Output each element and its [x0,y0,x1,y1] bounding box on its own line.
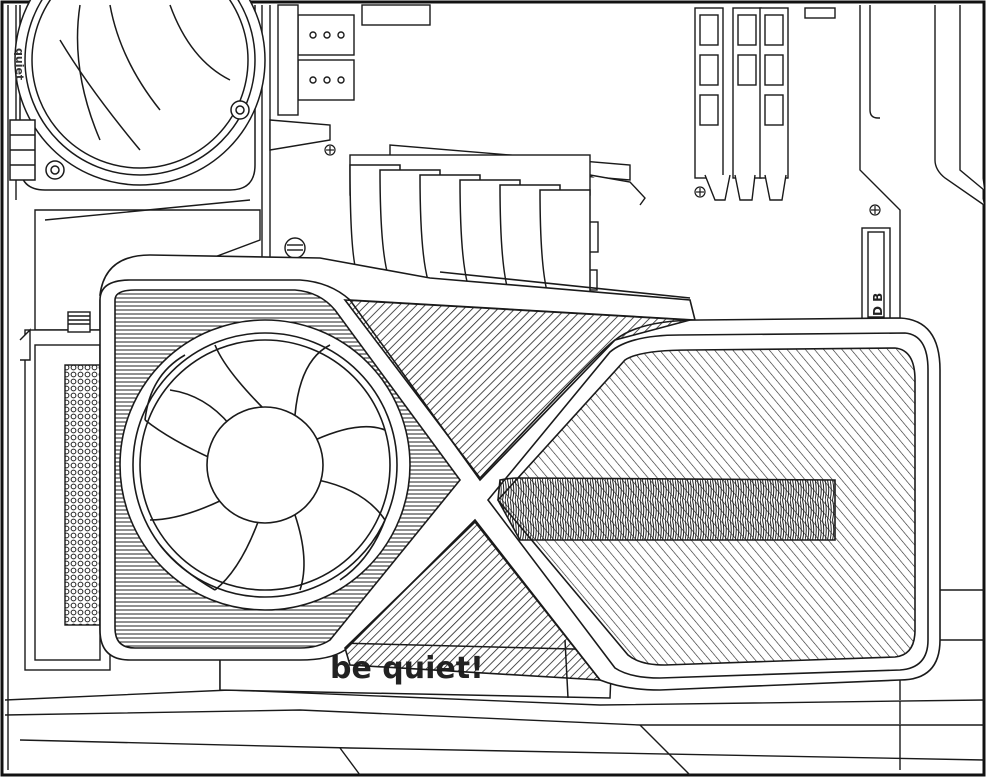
fan-icon [119,319,411,611]
case-edge-label: quiet [13,48,26,80]
ram-label: D B [871,293,885,316]
screw-icon [324,144,881,216]
case-fan [9,0,266,191]
riser-cable [349,164,591,311]
top-connectors [269,4,431,151]
ram-modules [694,7,836,201]
